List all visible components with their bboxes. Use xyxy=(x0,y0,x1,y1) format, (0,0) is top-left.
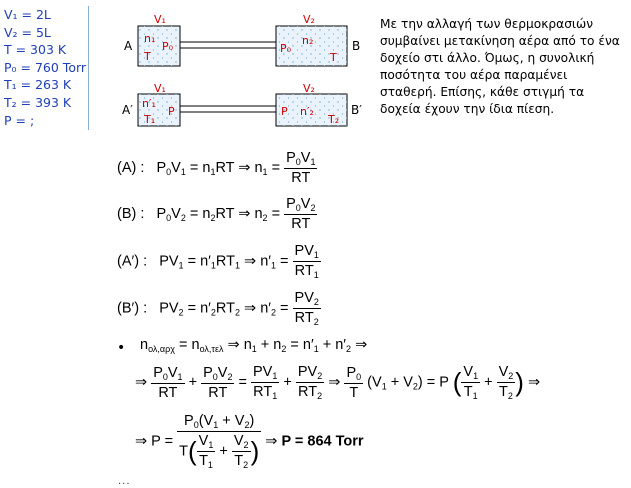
label-p-left: P xyxy=(168,105,175,118)
equation-b-prime-label: (B′) : xyxy=(117,300,148,317)
n-total-initial-sub: ολ,αρχ xyxy=(148,344,175,354)
label-v1-top: V₁ xyxy=(154,13,166,26)
equation-a-label: (A) : xyxy=(117,159,145,176)
given-bracket xyxy=(88,6,95,130)
label-a-prime: A′ xyxy=(122,103,133,117)
label-t-left: T xyxy=(143,50,151,63)
given-v2: V₂ = 5L xyxy=(4,24,51,40)
top-pair: A B V₁ V₂ n₁ P₀ T n₂ P₀ T xyxy=(124,13,360,67)
label-t2: T₂ xyxy=(327,113,339,126)
connecting-tube-bottom xyxy=(179,105,277,113)
given-data-list: V₁ = 2L V₂ = 5L T = 303 K P₀ = 760 Torr … xyxy=(4,6,86,129)
label-p-right: P xyxy=(281,105,288,118)
equation-a-prime-label: (A′) : xyxy=(117,253,148,270)
label-t-right: T xyxy=(329,51,337,64)
bottom-pair: A′ B′ V₁ V₂ n′₁ P T₁ P n′₂ T₂ xyxy=(122,82,362,127)
label-n1-prime: n′₁ xyxy=(142,97,156,110)
n-total-final-sub: ολ,τελ xyxy=(199,344,224,354)
label-p0-right: P₀ xyxy=(280,42,292,55)
n-total-final: n xyxy=(191,337,200,353)
equation-b-label: (B) : xyxy=(117,205,145,222)
final-result: P = 864 Torr xyxy=(281,433,364,450)
bullet-dot: • xyxy=(117,340,126,356)
given-v1: V₁ = 2L xyxy=(4,7,51,22)
label-n1: n₁ xyxy=(144,32,155,45)
label-b: B xyxy=(352,39,360,53)
label-v2-bottom: V₂ xyxy=(303,82,315,95)
label-v2-top: V₂ xyxy=(303,13,315,26)
given-t2: T₂ = 393 K xyxy=(4,94,72,110)
given-p0: P₀ = 760 Torr xyxy=(4,59,87,75)
containers-diagram: A B V₁ V₂ n₁ P₀ T n₂ P₀ T A′ B′ V₁ V₂ n′… xyxy=(122,13,362,127)
label-v1-bottom: V₁ xyxy=(154,82,166,95)
label-t1: T₁ xyxy=(143,113,155,126)
explanation-text: Με την αλλαγή των θερμοκρασιών συμβαίνει… xyxy=(380,17,620,116)
label-p0-left: P₀ xyxy=(162,40,174,53)
label-b-prime: B′ xyxy=(351,103,362,117)
label-a: A xyxy=(124,39,133,53)
ellipsis: ... xyxy=(118,476,131,487)
label-n2-prime: n′₂ xyxy=(300,105,314,118)
given-t1: T₁ = 263 K xyxy=(4,77,72,93)
label-n2: n₂ xyxy=(302,34,313,47)
conservation-equation: nολ,αρχ = nολ,τελ ⇒ n1 + n2 = n′1 + n′2 … xyxy=(140,337,368,354)
connecting-tube-top xyxy=(179,41,277,49)
given-p-question: P = ; xyxy=(4,112,35,128)
n-total-initial: n xyxy=(140,337,149,353)
given-t: T = 303 K xyxy=(4,42,67,58)
